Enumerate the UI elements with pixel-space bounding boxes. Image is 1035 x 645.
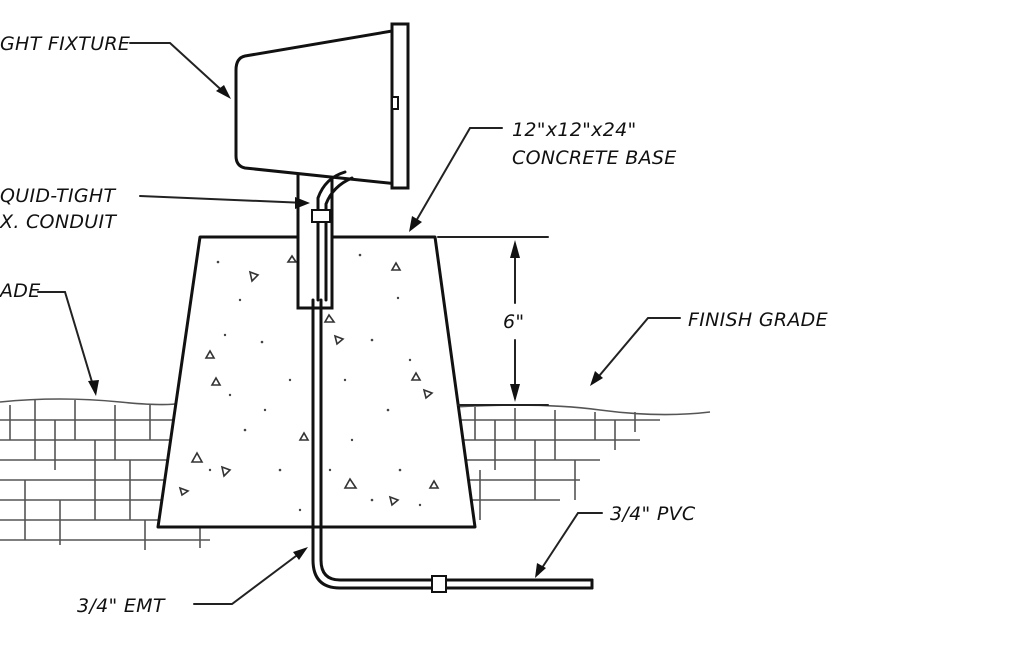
light-fixture — [234, 22, 410, 190]
flex-conduit — [311, 170, 354, 302]
aggregate-speckle — [208, 253, 422, 512]
label-grade-left: ADE — [0, 280, 41, 302]
label-emt: 3/4" EMT — [77, 595, 166, 617]
soil-hatching — [0, 398, 711, 550]
leader-lines — [37, 42, 681, 605]
label-concrete-line2: CONCRETE BASE — [512, 147, 677, 169]
labels: GHT FIXTURE QUID-TIGHT X. CONDUIT ADE 12… — [0, 33, 828, 617]
emt-conduit — [311, 298, 594, 593]
label-conduit-line1: QUID-TIGHT — [0, 185, 116, 207]
label-concrete-line1: 12"x12"x24" — [512, 119, 637, 141]
label-pvc: 3/4" PVC — [610, 503, 696, 525]
label-light-fixture: GHT FIXTURE — [0, 33, 130, 55]
dimension-6in — [437, 236, 549, 406]
label-finish-grade: FINISH GRADE — [688, 309, 828, 331]
label-dimension: 6" — [503, 311, 524, 333]
concrete-base — [156, 235, 477, 529]
label-conduit-line2: X. CONDUIT — [0, 211, 117, 233]
